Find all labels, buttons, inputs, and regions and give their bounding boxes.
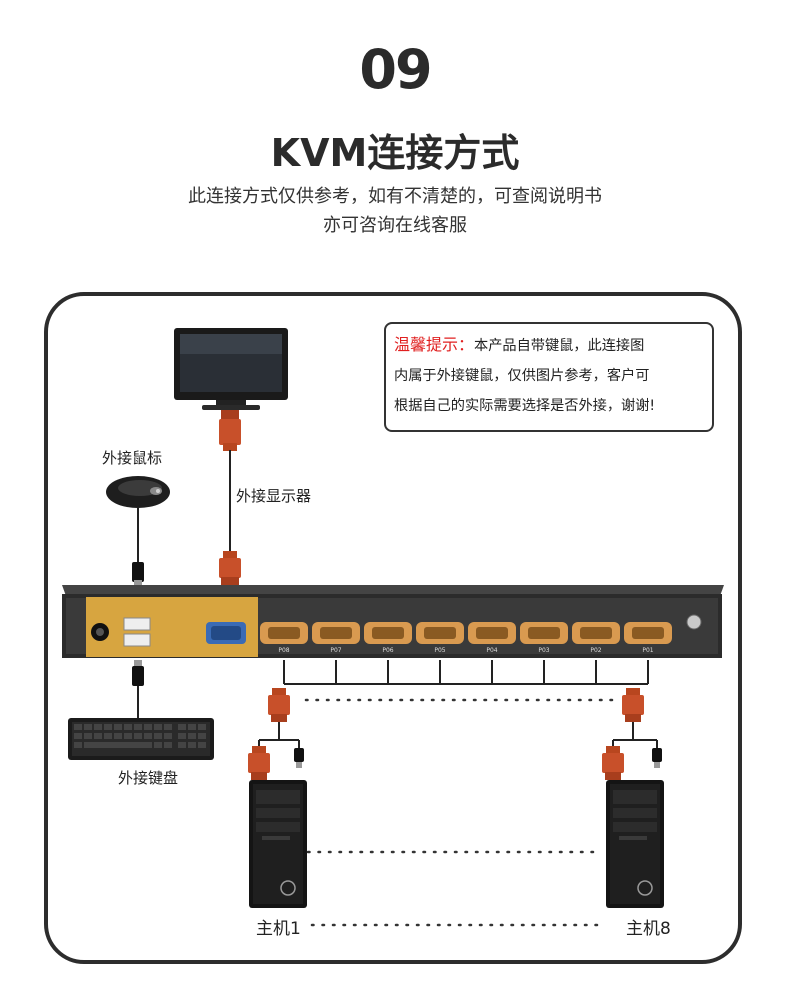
tip-line-2: 内属于外接键鼠，仅供图片参考，客户可	[394, 368, 650, 384]
vga-connector-icon	[268, 688, 290, 722]
kvm-port-label: P05	[434, 647, 445, 654]
keyboard-icon	[68, 718, 214, 760]
host-1-label: 主机1	[256, 919, 301, 939]
vga-connector-icon	[248, 746, 270, 780]
monitor-label: 外接显示器	[236, 487, 312, 505]
vga-connector-icon	[602, 746, 624, 780]
kvm-port: P05	[416, 622, 464, 654]
monitor-icon	[174, 328, 288, 410]
host-8-label: 主机8	[626, 919, 671, 939]
kvm-port: P01	[624, 622, 672, 654]
subtitle-line-1: 此连接方式仅供参考，如有不清楚的，可查阅说明书	[188, 186, 602, 207]
usb-connector-icon	[132, 562, 144, 588]
vga-connector-icon	[219, 410, 241, 451]
page-title: KVM连接方式	[270, 131, 520, 175]
subtitle-line-2: 亦可咨询在线客服	[323, 215, 467, 236]
tip-line-1: 本产品自带键鼠，此连接图	[474, 338, 645, 354]
usb-connector-icon	[652, 748, 662, 768]
tip-label: 温馨提示：	[394, 335, 475, 354]
kvm-port-label: P01	[642, 647, 653, 654]
kvm-port: P08	[260, 622, 308, 654]
kvm-port: P07	[312, 622, 360, 654]
kvm-port: P02	[572, 622, 620, 654]
kvm-port-label: P08	[278, 647, 289, 654]
kvm-port: P03	[520, 622, 568, 654]
kvm-port: P04	[468, 622, 516, 654]
mouse-icon	[106, 476, 170, 508]
vga-connector-icon	[622, 688, 644, 722]
kvm-port-label: P02	[590, 647, 601, 654]
diagram-frame	[44, 292, 742, 964]
keyboard-label: 外接键盘	[118, 769, 179, 787]
kvm-port-label: P03	[538, 647, 549, 654]
usb-connector-icon	[294, 748, 304, 768]
usb-connector-icon	[132, 660, 144, 686]
tip-line-3: 根据自己的实际需要选择是否外接，谢谢!	[394, 398, 656, 414]
host-pc-icon	[249, 780, 307, 908]
port-bus	[283, 660, 649, 685]
step-number: 09	[359, 38, 432, 101]
tip-box: 温馨提示：本产品自带键鼠，此连接图 内属于外接键鼠，仅供图片参考，客户可 根据自…	[384, 322, 714, 432]
host-pc-icon	[606, 780, 664, 908]
kvm-port-label: P06	[382, 647, 393, 654]
kvm-port: P06	[364, 622, 412, 654]
kvm-port-label: P04	[486, 647, 497, 654]
vga-connector-icon	[219, 551, 241, 585]
kvm-port-label: P07	[330, 647, 341, 654]
mouse-label: 外接鼠标	[102, 449, 163, 467]
kvm-ports: P08 P07 P06 P05 P04 P03 P02 P01	[260, 622, 672, 654]
